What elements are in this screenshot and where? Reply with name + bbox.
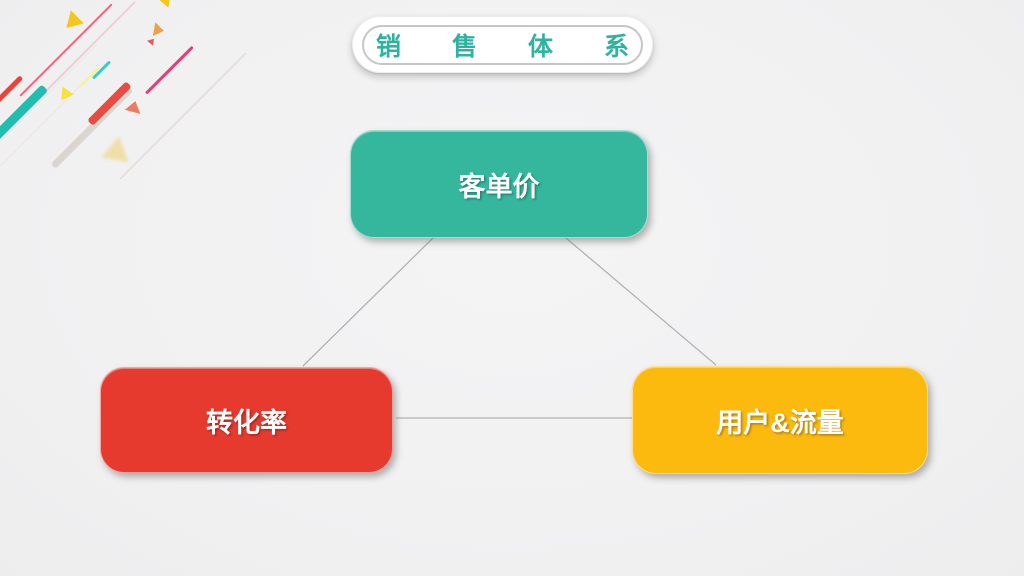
decor-triangle-orange bbox=[152, 22, 166, 38]
diagram-node-top: 客单价 bbox=[350, 130, 648, 238]
decor-triangle-yellow-faded bbox=[101, 133, 133, 163]
node-label: 用户&流量 bbox=[716, 407, 844, 438]
slide-title: 销售体系 bbox=[375, 32, 680, 61]
decor-bar-red bbox=[0, 75, 24, 105]
decor-line bbox=[119, 52, 247, 180]
decor-triangle-yellow bbox=[62, 7, 84, 29]
diagram-node-bottom-left: 转化率 bbox=[100, 367, 393, 473]
decor-line bbox=[144, 45, 194, 95]
decor-triangle-yellow bbox=[156, 0, 176, 11]
connector-top-right bbox=[565, 237, 717, 366]
decor-bar-red bbox=[87, 81, 132, 126]
decor-triangle-red-tiny bbox=[147, 36, 157, 46]
decor-line bbox=[78, 67, 100, 88]
node-label: 客单价 bbox=[458, 171, 540, 202]
slide-title-pill: 销售体系 bbox=[352, 16, 653, 73]
connector-top-left bbox=[302, 237, 434, 367]
slide-title-border: 销售体系 bbox=[362, 24, 643, 65]
decor-triangle-salmon bbox=[124, 99, 144, 114]
node-label: 转化率 bbox=[206, 407, 287, 438]
decor-triangle-yellow-small bbox=[56, 83, 74, 101]
diagram-node-bottom-right: 用户&流量 bbox=[632, 366, 928, 474]
